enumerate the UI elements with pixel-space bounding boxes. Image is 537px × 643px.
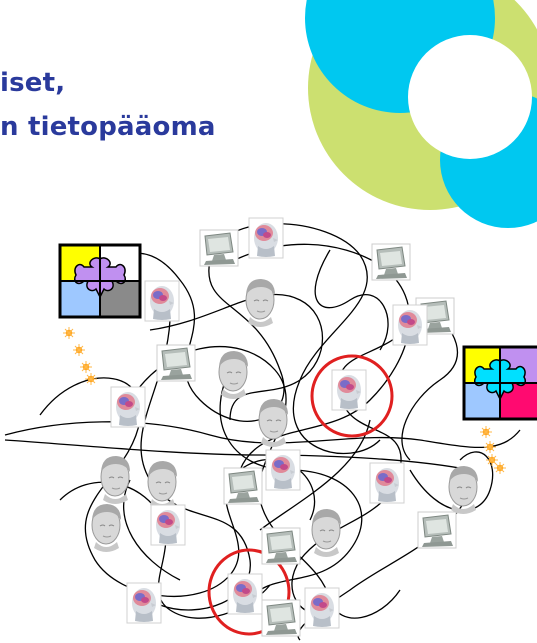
white-circle [408,35,532,159]
head-icon [448,465,479,515]
head-icon [147,460,178,510]
highlight-circles [207,354,394,636]
brain-head-icon [227,573,263,615]
computer-icon [261,527,301,565]
head-icon [245,278,276,328]
brain-head-icon [331,369,367,411]
computer-icon [417,511,457,549]
sparkle-icon [62,326,76,340]
brain-head-icon [144,280,180,322]
brain-head-icon [150,504,186,546]
brain-head-icon [369,462,405,504]
puzzle-icon [462,345,537,421]
sparkle-icon [483,440,497,454]
brain-head-icon [126,582,162,624]
head-icon [218,350,249,400]
brain-head-icon [304,587,340,629]
computer-icon [371,243,411,281]
head-icon [258,398,289,448]
computer-icon [223,467,263,505]
decorative-circles [305,0,537,228]
highlight-circle-2 [207,548,291,636]
head-icon [91,503,122,553]
computer-icon [199,229,239,267]
sparkle-icon [72,343,86,357]
sparkle-icon [84,372,98,386]
puzzle-icon [58,243,142,319]
title-line-2: n tietopääoma [0,112,216,142]
computer-icon [156,344,196,382]
sparkle-icon [479,425,493,439]
sparkle-icon [79,360,93,374]
title-line-1: iset, [0,68,66,98]
brain-head-icon [110,386,146,428]
brain-head-icon [392,304,428,346]
computer-icon [261,599,301,637]
head-icon [311,508,342,558]
highlight-circle-1 [310,354,394,438]
brain-head-icon [248,217,284,259]
head-icon [100,455,131,505]
brain-head-icon [265,449,301,491]
